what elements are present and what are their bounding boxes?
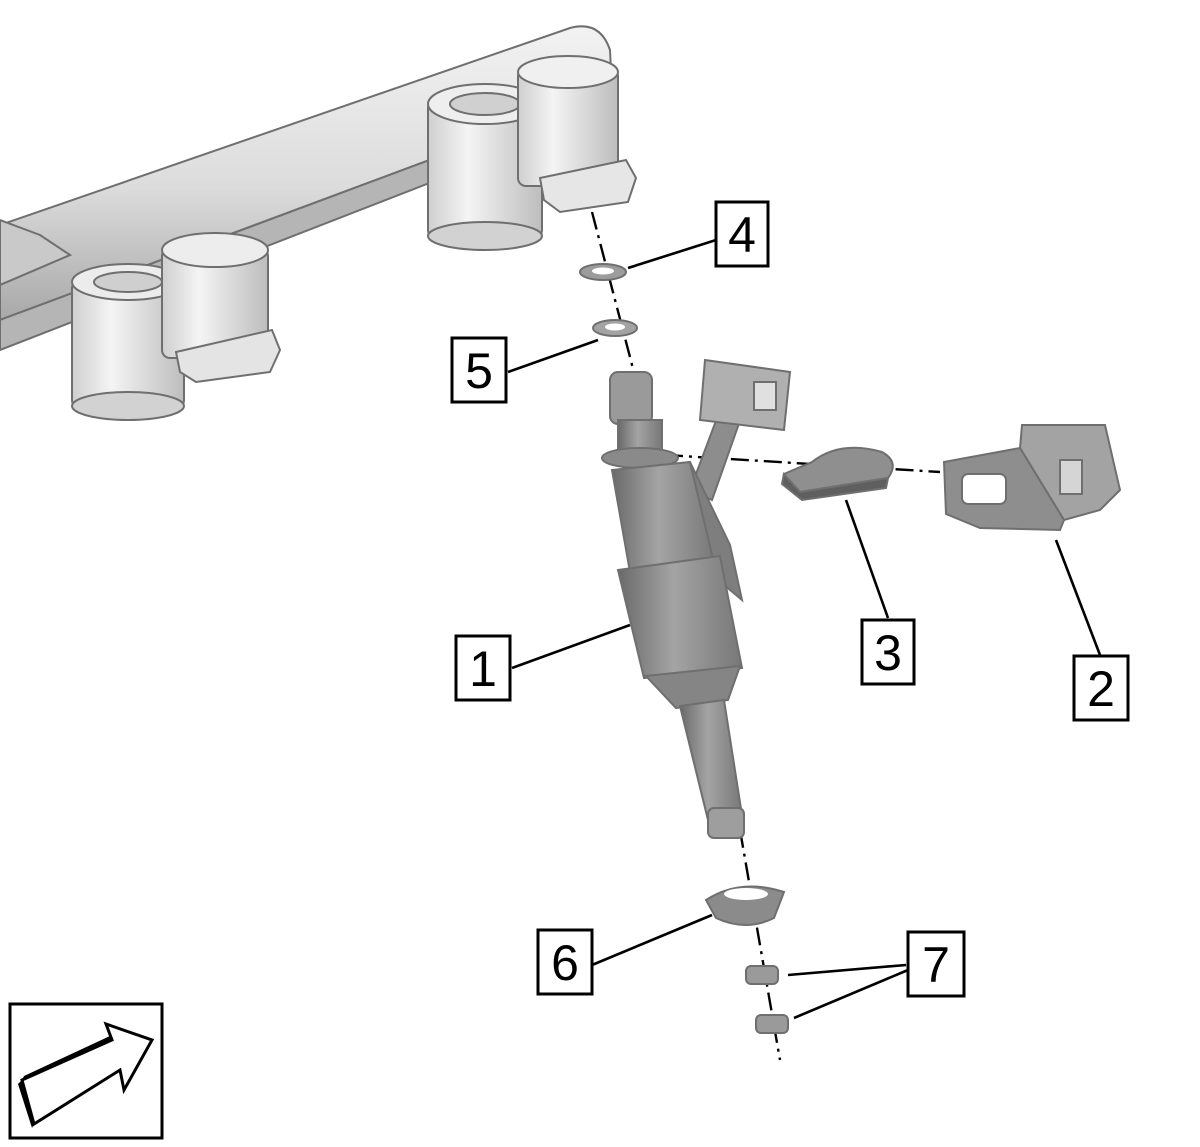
rail-cup-left-front [71,263,185,421]
rail-cup-left-rear [161,232,282,384]
part-6-injector-seal [704,885,786,926]
svg-text:7: 7 [922,937,950,993]
svg-text:6: 6 [551,935,579,991]
rail-cup-right-front [427,83,543,251]
callout-1: 1 [454,634,512,702]
part-7-seal-ring-lower [755,1014,789,1034]
rail-cup-right-rear [517,55,638,214]
svg-text:2: 2 [1087,661,1115,717]
callout-7: 7 [906,930,966,998]
svg-text:1: 1 [469,641,497,697]
part-2-retaining-clip [942,424,1122,532]
part-5-backup-ring [592,319,638,337]
callout-6: 6 [536,928,594,996]
svg-text:4: 4 [728,207,756,263]
callout-4: 4 [714,200,770,268]
leader-lines [507,238,1102,1020]
part-7-seal-ring-upper [745,965,779,985]
part-3-spacer [780,446,894,502]
callout-3: 3 [860,618,916,686]
svg-text:3: 3 [874,625,902,681]
callout-5: 5 [450,336,508,404]
part-1-fuel-injector [601,358,792,839]
callout-2: 2 [1072,654,1130,722]
view-direction-arrow-icon [8,1002,164,1140]
part-4-o-ring [579,263,627,281]
svg-text:5: 5 [465,343,493,399]
